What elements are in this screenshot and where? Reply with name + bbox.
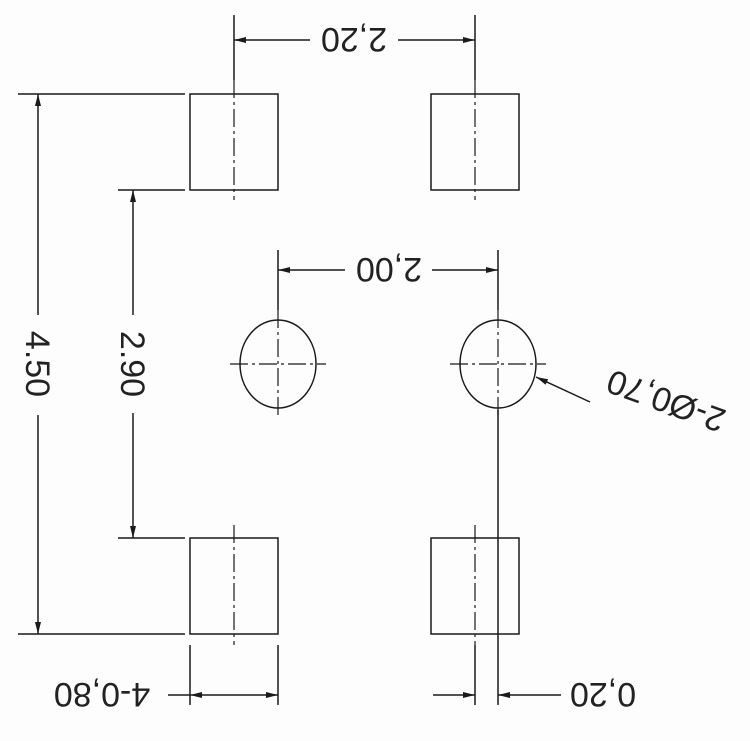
dim-pad-pitch-x: 2,20 <box>321 20 387 58</box>
dim-pad-offset: 0,20 <box>570 675 636 713</box>
dim-hole-diameter: 2-Ø0,70 <box>602 361 730 439</box>
leader-line <box>535 376 591 403</box>
dim-hole-pitch-x: 2,00 <box>356 250 422 288</box>
dim-overall-height: 4.50 <box>18 331 56 397</box>
dim-pad-gap-y: 2.90 <box>113 331 151 397</box>
dim-pad-width: 4-0,80 <box>54 675 150 713</box>
